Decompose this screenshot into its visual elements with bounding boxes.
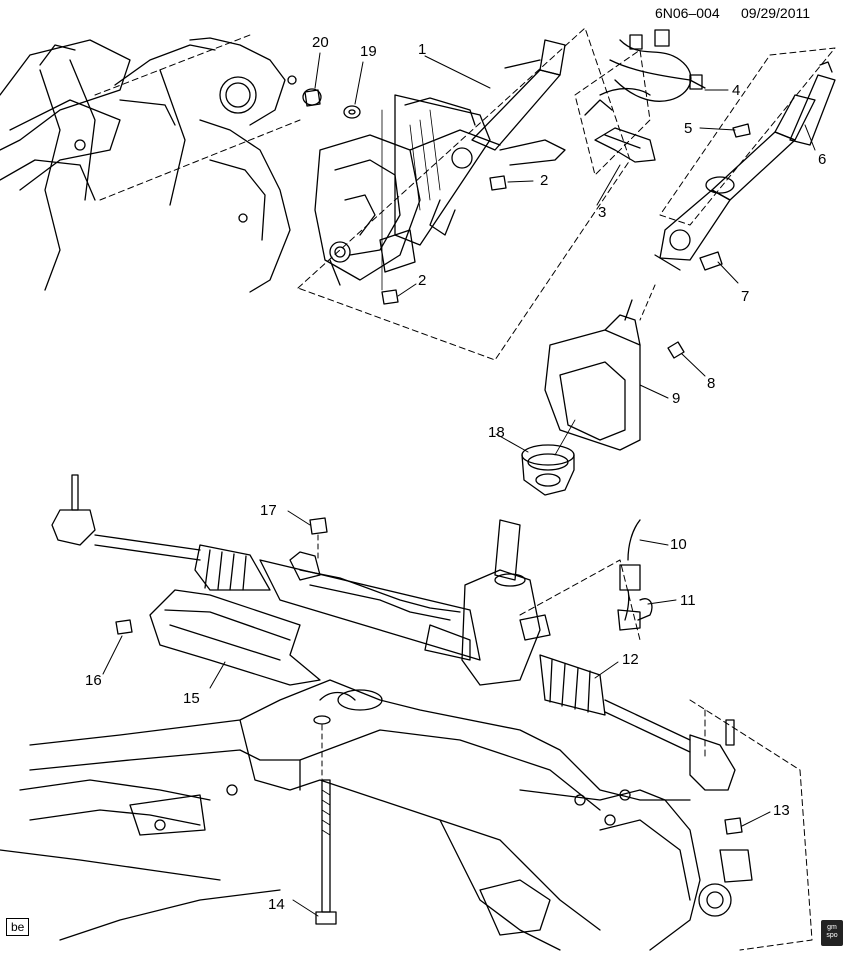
heat-shield xyxy=(115,517,328,686)
callout-16: 16 xyxy=(85,672,102,689)
pedal-bracket-assembly xyxy=(0,37,297,293)
callout-17: 17 xyxy=(260,502,277,519)
be-badge: be xyxy=(6,918,30,936)
callout-12: 12 xyxy=(622,651,639,668)
callout-6: 6 xyxy=(818,151,827,168)
intermediate-shaft xyxy=(654,61,836,271)
steering-gear xyxy=(51,474,736,791)
wiring-harness xyxy=(584,29,706,163)
cradle-bolt xyxy=(315,724,337,925)
gmspo-logo: gm spo xyxy=(821,920,843,946)
callout-14: 14 xyxy=(268,896,285,913)
callout-19: 19 xyxy=(360,43,377,60)
gmspo-logo-bottom: spo xyxy=(826,932,838,939)
callout-4: 4 xyxy=(732,82,741,99)
gmspo-logo-top: gm xyxy=(827,924,837,931)
callout-2-lower: 2 xyxy=(418,272,427,289)
callout-2-upper: 2 xyxy=(540,172,549,189)
rack-harness xyxy=(617,519,653,631)
callout-10: 10 xyxy=(670,536,687,553)
callout-11: 11 xyxy=(680,592,696,609)
diagram-date: 09/29/2011 xyxy=(741,5,811,21)
callout-7: 7 xyxy=(741,288,750,305)
callout-3: 3 xyxy=(598,204,607,221)
assembly-frames xyxy=(94,27,836,951)
cradle-subframe xyxy=(0,679,753,951)
leader-lines xyxy=(102,52,816,917)
callout-13: 13 xyxy=(773,802,790,819)
callout-20: 20 xyxy=(312,34,329,51)
callout-9: 9 xyxy=(672,390,681,407)
diagram-code: 6N06–004 xyxy=(655,5,720,21)
column-fasteners xyxy=(302,88,507,305)
callout-18: 18 xyxy=(488,424,505,441)
callout-1: 1 xyxy=(418,41,427,58)
steering-column xyxy=(314,39,566,286)
callout-8: 8 xyxy=(707,375,716,392)
callout-5: 5 xyxy=(684,120,693,137)
callout-15: 15 xyxy=(183,690,200,707)
dash-seal xyxy=(521,284,685,496)
